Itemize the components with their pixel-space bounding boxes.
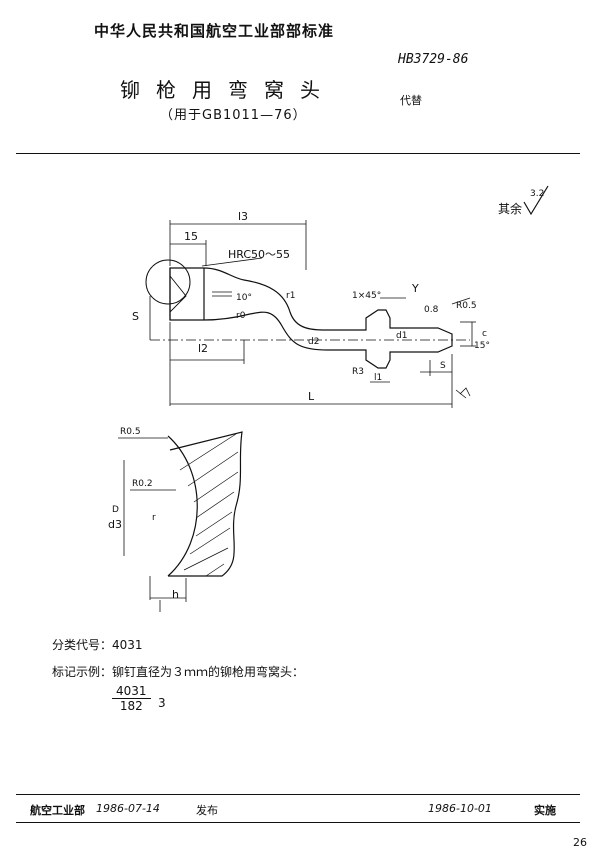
header-divider xyxy=(16,153,580,154)
fraction-tail: 3 xyxy=(158,696,166,710)
roughness-symbol-icon xyxy=(523,185,549,216)
chamfer-label: 1×45° xyxy=(352,291,381,301)
footer-divider-top xyxy=(16,794,580,795)
standard-code: HB3729-86 xyxy=(398,52,469,67)
angle-10: 10° xyxy=(236,293,252,303)
classification-code: 分类代号：4031 xyxy=(52,638,143,652)
issuer: 航空工业部 xyxy=(30,804,85,817)
replaces-label: 代替 xyxy=(400,94,422,107)
dim-r3: R3 xyxy=(352,367,364,377)
angle-15: 15° xyxy=(474,341,490,351)
fraction-denominator: 182 xyxy=(119,699,143,713)
datum-y: Y xyxy=(411,282,419,295)
impl-date: 1986-10-01 xyxy=(428,802,492,815)
roughness-value: 3.2 xyxy=(530,189,544,199)
detail-d: D xyxy=(112,505,119,515)
issue-date: 1986-07-14 xyxy=(96,802,160,815)
dim-r05: R0.5 xyxy=(456,301,477,311)
document-title: 铆枪用弯窝头 xyxy=(120,78,336,102)
impl-label: 实施 xyxy=(534,804,556,817)
standard-org-heading: 中华人民共和国航空工业部部标准 xyxy=(94,22,335,40)
dim-l1: l1 xyxy=(374,373,382,383)
detail-r: r xyxy=(152,513,156,523)
dim-l: L xyxy=(308,390,315,403)
document-subtitle: （用于GB1011—76） xyxy=(160,108,307,123)
dim-d1: d1 xyxy=(396,331,407,341)
dim-r1: r1 xyxy=(286,291,295,301)
dim-d2: d2 xyxy=(308,337,319,347)
dim-l2: l2 xyxy=(198,342,208,355)
footer-divider-bottom xyxy=(16,822,580,823)
detail-d3: d3 xyxy=(108,518,122,531)
dim-s: S xyxy=(132,310,139,323)
marking-example: 标记示例：铆钉直径为３ｍｍ的铆枪用弯窝头： xyxy=(52,665,305,679)
dim-small-s: S xyxy=(440,361,446,371)
page-number: 26 xyxy=(573,836,587,849)
detail-h: h xyxy=(172,588,179,601)
dim-r0: r0 xyxy=(236,311,246,321)
marking-fraction: 4031 182 xyxy=(112,684,151,713)
dim-15: 15 xyxy=(184,230,198,243)
fraction-numerator: 4031 xyxy=(112,684,151,699)
detail-r05: R0.5 xyxy=(120,427,141,437)
dim-c: c xyxy=(482,329,487,339)
dim-l3: l3 xyxy=(238,210,248,223)
hardness-label: HRC50～55 xyxy=(228,248,290,261)
detail-r02: R0.2 xyxy=(132,479,153,489)
surface-08: 0.8 xyxy=(424,305,439,315)
roughness-rest-label: 其余 xyxy=(498,202,523,216)
issue-label: 发布 xyxy=(196,804,218,817)
